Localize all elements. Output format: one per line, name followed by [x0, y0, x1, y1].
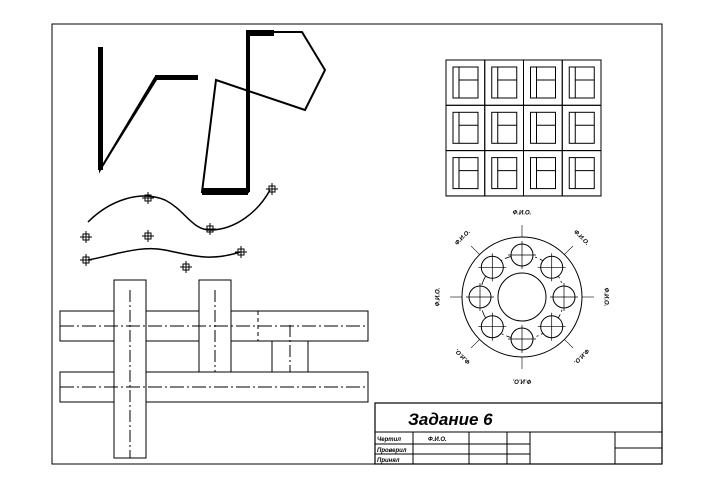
bolt-hole	[550, 283, 578, 311]
bolt-hole	[537, 253, 566, 282]
bolt-hole-label: Ф.И.О.	[513, 211, 532, 217]
window-cell	[523, 59, 563, 106]
spline-curves	[87, 189, 271, 261]
task-title: Задание 6	[408, 410, 493, 429]
flange-ring: Ф.И.О. Ф.И.О. Ф.И.О. Ф.И.О. Ф.И.О. Ф.И.О. Ф.И.…	[436, 211, 609, 384]
bolt-hole-label: Ф.И.О.	[454, 229, 472, 247]
thick-line-figures	[98, 30, 327, 195]
control-point-marker	[180, 261, 192, 273]
window-grid	[445, 59, 602, 197]
window-cell	[523, 104, 563, 152]
control-point-marker	[80, 231, 92, 243]
bolt-hole	[478, 253, 507, 282]
window-cell	[445, 104, 486, 152]
role-approved: Принял	[377, 458, 400, 464]
role-drawn: Чертил	[377, 437, 401, 443]
window-cell	[445, 150, 486, 197]
control-point-marker	[204, 223, 216, 235]
bolt-hole-label: Ф.И.О.	[436, 287, 442, 306]
bolt-hole	[508, 241, 536, 269]
window-cell	[523, 150, 563, 197]
window-cell	[561, 150, 602, 197]
bolt-hole-label: Ф.И.О.	[454, 347, 472, 365]
bolt-hole-label: Ф.И.О.	[572, 347, 590, 365]
bolt-hole	[466, 283, 494, 311]
bolt-hole	[508, 325, 536, 353]
bolt-hole	[478, 312, 507, 341]
window-cell	[484, 150, 524, 197]
control-point-marker	[235, 246, 247, 258]
window-cell	[561, 104, 602, 152]
window-cell	[484, 59, 524, 106]
control-point-marker	[142, 230, 154, 242]
drawn-by-name: Ф.И.О.	[428, 437, 447, 443]
window-cell	[484, 104, 524, 152]
window-cell	[445, 59, 486, 106]
control-point-marker	[266, 183, 278, 195]
bolt-hole-label: Ф.И.О.	[572, 229, 590, 247]
control-points	[80, 183, 278, 273]
control-point-marker	[142, 192, 154, 204]
control-point-marker	[80, 254, 92, 266]
bolt-hole-label: Ф.И.О.	[512, 377, 531, 383]
bolt-hole	[537, 312, 566, 341]
bolt-hole-label: Ф.И.О.	[602, 288, 608, 307]
drawing-frame	[51, 23, 663, 465]
role-checked: Проверил	[377, 448, 407, 454]
window-cell	[561, 59, 602, 106]
beam-crossing	[59, 279, 369, 459]
title-block	[374, 402, 663, 465]
